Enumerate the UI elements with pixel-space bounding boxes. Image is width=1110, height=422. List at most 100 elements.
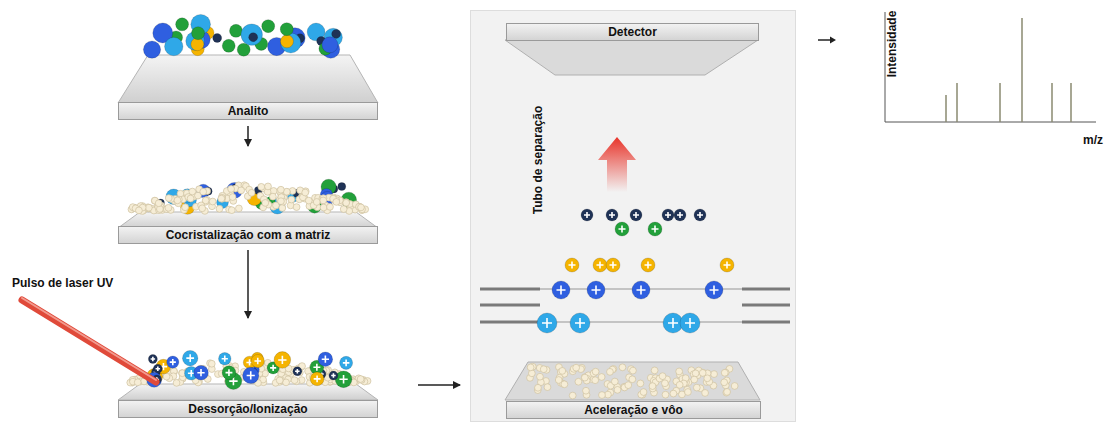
matrix-crystal: [699, 369, 706, 376]
charge-sign: [226, 369, 233, 376]
charge-sign: [619, 226, 626, 233]
accelerating-grid: [480, 321, 790, 323]
molecule: [251, 354, 264, 367]
matrix-crystal: [209, 198, 216, 205]
charge-sign: [645, 262, 652, 269]
molecule: [280, 35, 293, 48]
charge-sign: [313, 364, 320, 371]
charge-sign: [610, 262, 617, 269]
matrix-crystal: [649, 383, 656, 390]
matrix-crystal: [238, 187, 245, 194]
matrix-crystal: [559, 367, 566, 374]
accelerator-plate: [505, 362, 760, 400]
flow-arrow: [830, 37, 836, 44]
detector-plate: Detector: [506, 23, 759, 41]
matrix-crystals: [128, 179, 369, 214]
charge-sign: [314, 375, 321, 382]
matrix-crystal: [561, 381, 568, 388]
matrix-crystal: [659, 373, 666, 380]
charge-sign: [254, 358, 261, 365]
molecule: [570, 313, 590, 333]
molecule: [606, 258, 620, 272]
charge-sign: [270, 365, 276, 371]
matrix-crystal: [527, 364, 534, 371]
matrix-crystal: [248, 189, 255, 196]
matrix-crystal: [685, 389, 692, 396]
matrix-crystal: [199, 205, 206, 212]
charge-sign: [677, 212, 683, 218]
matrix-crystal: [676, 368, 683, 375]
matrix-crystal: [187, 195, 194, 202]
matrix-crystal: [357, 376, 364, 383]
matrix-crystal: [343, 199, 350, 206]
matrix-crystal: [599, 392, 606, 399]
flow-arrow: [247, 250, 249, 318]
matrix-crystal: [262, 200, 269, 207]
accelerating-grid: [480, 304, 540, 307]
axis-title: Intensidade: [885, 10, 899, 77]
matrix-crystal: [265, 183, 272, 190]
matrix-crystal: [575, 378, 582, 385]
matrix-crystal: [693, 384, 700, 391]
molecule: [241, 24, 262, 45]
sample-plate: Dessorção/Ionização: [118, 322, 378, 418]
matrix-crystal: [343, 199, 350, 206]
matrix-crystal: [723, 389, 730, 396]
matrix-crystal: [293, 204, 300, 211]
chart-axes: [885, 12, 1096, 122]
matrix-crystal: [535, 384, 542, 391]
molecule: [537, 313, 557, 333]
matrix-crystal: [235, 205, 242, 212]
matrix-crystal: [229, 194, 236, 201]
accelerating-grid: [742, 321, 790, 324]
molecule: [340, 356, 353, 369]
charge-sign: [597, 262, 604, 269]
molecule: [167, 356, 179, 368]
matrix-crystal: [692, 370, 699, 377]
charge-sign: [186, 354, 194, 362]
molecule: [192, 27, 205, 40]
matrix-crystal: [731, 383, 738, 390]
flow-arrow: [247, 126, 249, 146]
matrix-crystal: [724, 388, 731, 395]
charge-sign: [724, 262, 731, 269]
flow-arrow: [818, 39, 830, 41]
matrix-crystal: [711, 371, 718, 378]
sample-plate: Analito: [118, 8, 378, 120]
matrix-crystal: [581, 374, 588, 381]
molecule: [182, 350, 197, 365]
charge-sign: [592, 286, 601, 295]
matrix-crystal: [136, 207, 143, 214]
charge-sign: [295, 369, 300, 374]
matrix-crystal: [173, 379, 180, 386]
matrix-crystal: [662, 380, 669, 387]
molecule: [565, 258, 579, 272]
matrix-crystal: [277, 186, 284, 193]
charge-sign: [343, 360, 350, 367]
plate-base: Dessorção/Ionização: [118, 400, 378, 418]
matrix-crystal: [581, 374, 588, 381]
accelerating-grid: [742, 304, 790, 307]
charge-sign: [609, 212, 615, 218]
charge-sign: [637, 286, 646, 295]
matrix-crystal: [263, 199, 270, 206]
charge-sign: [668, 318, 678, 328]
ionized-molecules: [127, 350, 371, 389]
molecule: [705, 281, 723, 299]
molecule: [310, 372, 324, 386]
molecule: [148, 354, 157, 363]
molecule: [694, 209, 706, 221]
charge-sign: [322, 356, 329, 363]
charge-sign: [331, 373, 336, 378]
accelerating-grid: [480, 321, 540, 324]
matrix-crystal: [134, 379, 141, 386]
matrix-crystal: [278, 198, 285, 205]
plate-base: Analito: [118, 102, 378, 120]
node-label: Dessorção/Ionização: [188, 402, 307, 416]
plate-base: Cocristalização com a matriz: [118, 226, 378, 244]
matrix-crystal: [607, 368, 614, 375]
molecule: [243, 367, 259, 383]
spectrum-peaks: [946, 18, 1071, 122]
molecule: [293, 367, 302, 376]
molecule: [581, 209, 593, 221]
